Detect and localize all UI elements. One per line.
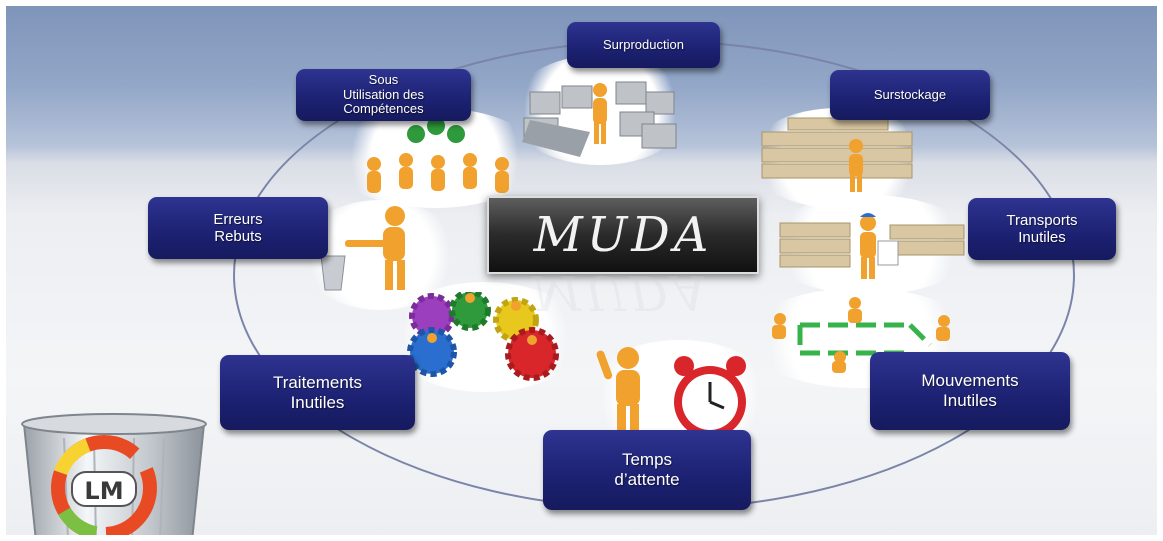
lm-trash-logo <box>21 413 207 541</box>
label-mouvements-inutiles: Mouvements Inutiles <box>870 352 1070 430</box>
transports-illustration <box>779 213 965 279</box>
label-sous-utilisation-competences: Sous Utilisation des Compétences <box>296 69 471 121</box>
attente-illustration <box>596 347 746 438</box>
label-traitements-inutiles: Traitements Inutiles <box>220 355 415 430</box>
label-surproduction: Surproduction <box>567 22 720 68</box>
surstockage-illustration <box>761 117 913 192</box>
muda-title-reflection: MUDA <box>531 272 711 312</box>
competences-illustration <box>367 117 509 193</box>
label-transports-inutiles: Transports Inutiles <box>968 198 1116 260</box>
label-surstockage: Surstockage <box>830 70 990 120</box>
erreurs-illustration <box>320 206 405 291</box>
muda-title: MUDA <box>487 196 759 274</box>
traitements-illustration <box>407 292 559 381</box>
surproduction-illustration <box>522 81 677 157</box>
label-temps-attente: Temps d’attente <box>543 430 751 510</box>
lm-logo-text: LM <box>84 477 124 505</box>
label-erreurs-rebuts: Erreurs Rebuts <box>148 197 328 259</box>
